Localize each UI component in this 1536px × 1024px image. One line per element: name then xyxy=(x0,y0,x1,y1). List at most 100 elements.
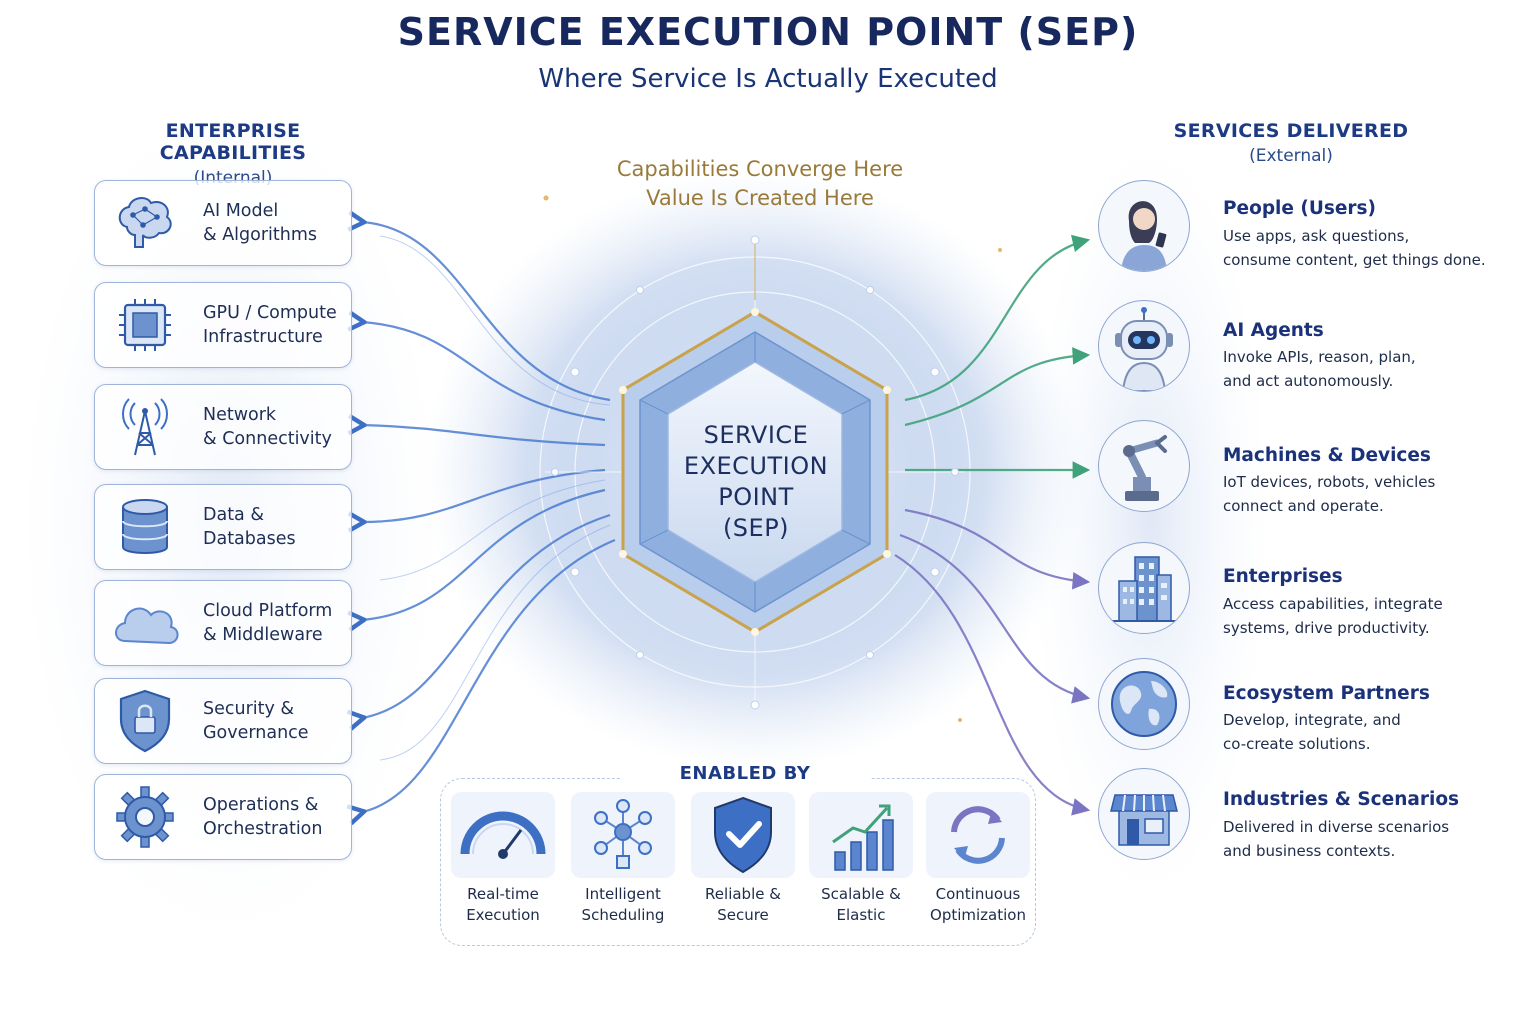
capability-label: Operations & Orchestration xyxy=(203,793,348,841)
enabler-label: Scalable & Elastic xyxy=(803,884,919,926)
enabler-label: Intelligent Scheduling xyxy=(565,884,681,926)
left-heading-text: ENTERPRISE CAPABILITIES xyxy=(159,120,307,164)
capability-card-gpu: GPU / Compute Infrastructure xyxy=(94,282,352,368)
enabler-reliable: Reliable & Secure xyxy=(685,792,801,926)
service-description: Use apps, ask questions, consume content… xyxy=(1223,224,1486,272)
capability-line-2: & Algorithms xyxy=(203,225,318,245)
capability-label: GPU / Compute Infrastructure xyxy=(203,301,348,349)
shield-check-icon xyxy=(691,792,795,878)
gear-icon xyxy=(109,783,181,851)
capability-line-1: AI Model xyxy=(203,201,279,221)
service-desc-line-1: Access capabilities, integrate xyxy=(1223,595,1443,613)
enabler-line-1: Continuous xyxy=(935,885,1021,903)
left-column-heading: ENTERPRISE CAPABILITIES (Internal) xyxy=(92,120,374,188)
capability-card-operations: Operations & Orchestration xyxy=(94,774,352,860)
capability-card-cloud: Cloud Platform & Middleware xyxy=(94,580,352,666)
growth-bars-icon xyxy=(809,792,913,878)
capability-line-2: Orchestration xyxy=(203,819,323,839)
antenna-tower-icon xyxy=(109,393,181,461)
enabler-line-1: Reliable & xyxy=(705,885,781,903)
page-subtitle: Where Service Is Actually Executed xyxy=(538,64,998,94)
capability-card-security: Security & Governance xyxy=(94,678,352,764)
service-description: IoT devices, robots, vehicles connect an… xyxy=(1223,470,1435,518)
database-icon xyxy=(109,493,181,561)
service-desc-line-1: Use apps, ask questions, xyxy=(1223,227,1410,245)
person-phone-icon xyxy=(1098,180,1190,272)
capability-label: Data & Databases xyxy=(203,503,348,551)
capability-line-1: Cloud Platform xyxy=(203,601,333,621)
capability-label: Cloud Platform & Middleware xyxy=(203,599,348,647)
enabler-label: Reliable & Secure xyxy=(685,884,801,926)
capability-card-data: Data & Databases xyxy=(94,484,352,570)
capability-line-2: Governance xyxy=(203,723,309,743)
enabler-label: Real-time Execution xyxy=(445,884,561,926)
service-description: Access capabilities, integrate systems, … xyxy=(1223,592,1443,640)
capability-label: Security & Governance xyxy=(203,697,348,745)
enabler-scheduling: Intelligent Scheduling xyxy=(565,792,681,926)
globe-icon xyxy=(1098,658,1190,750)
sep-line-2: EXECUTION xyxy=(683,452,829,480)
capability-line-2: Infrastructure xyxy=(203,327,323,347)
cloud-icon xyxy=(109,589,181,657)
service-desc-line-2: consume content, get things done. xyxy=(1223,251,1486,269)
service-title: Enterprises xyxy=(1223,566,1343,587)
enabler-label: Continuous Optimization xyxy=(920,884,1036,926)
service-desc-line-2: connect and operate. xyxy=(1223,497,1384,515)
caption-line-1: Capabilities Converge Here xyxy=(616,157,904,181)
capability-line-2: Databases xyxy=(203,529,296,549)
sep-line-1: SERVICE xyxy=(703,421,809,449)
right-subheading-text: (External) xyxy=(1249,146,1333,166)
capability-card-ai-model: AI Model & Algorithms xyxy=(94,180,352,266)
enabler-line-2: Elastic xyxy=(836,906,886,924)
right-column-heading: SERVICES DELIVERED (External) xyxy=(1150,120,1432,166)
storefront-icon xyxy=(1098,768,1190,860)
service-desc-line-1: Delivered in diverse scenarios xyxy=(1223,818,1450,836)
enabler-scalable: Scalable & Elastic xyxy=(803,792,919,926)
enabled-by-heading: ENABLED BY xyxy=(620,763,870,784)
capability-label: Network & Connectivity xyxy=(203,403,348,451)
enabler-line-2: Secure xyxy=(717,906,769,924)
capability-line-1: Security & xyxy=(203,699,295,719)
capability-line-1: Operations & xyxy=(203,795,319,815)
chip-icon xyxy=(109,291,181,359)
cycle-arrows-icon xyxy=(926,792,1030,878)
enabler-line-1: Scalable & xyxy=(821,885,901,903)
enabler-line-2: Optimization xyxy=(930,906,1026,924)
capability-line-2: & Connectivity xyxy=(203,429,332,449)
capability-line-2: & Middleware xyxy=(203,625,323,645)
sep-line-4: (SEP) xyxy=(722,514,790,542)
service-desc-line-2: co-create solutions. xyxy=(1223,735,1371,753)
capability-line-1: GPU / Compute xyxy=(203,303,337,323)
speedometer-icon xyxy=(451,792,555,878)
capability-line-1: Data & xyxy=(203,505,264,525)
caption-line-2: Value Is Created Here xyxy=(646,186,874,210)
capability-label: AI Model & Algorithms xyxy=(203,199,348,247)
right-heading-text: SERVICES DELIVERED xyxy=(1173,120,1409,142)
service-desc-line-1: Develop, integrate, and xyxy=(1223,711,1401,729)
service-desc-line-1: IoT devices, robots, vehicles xyxy=(1223,473,1436,491)
capability-line-1: Network xyxy=(203,405,277,425)
shield-lock-icon xyxy=(109,687,181,755)
service-title: Machines & Devices xyxy=(1223,445,1431,466)
enabler-line-2: Execution xyxy=(466,906,540,924)
enabler-line-1: Intelligent xyxy=(585,885,661,903)
service-description: Invoke APIs, reason, plan, and act auton… xyxy=(1223,345,1416,393)
sep-hexagon xyxy=(619,308,891,636)
enabler-optimization: Continuous Optimization xyxy=(920,792,1036,926)
sep-line-3: POINT xyxy=(718,483,794,511)
service-desc-line-1: Invoke APIs, reason, plan, xyxy=(1223,348,1416,366)
service-description: Delivered in diverse scenarios and busin… xyxy=(1223,815,1449,863)
enabler-line-1: Real-time xyxy=(467,885,539,903)
service-title: Industries & Scenarios xyxy=(1223,789,1460,810)
page-title: SERVICE EXECUTION POINT (SEP) xyxy=(397,10,1139,54)
enabler-real-time: Real-time Execution xyxy=(445,792,561,926)
enabler-line-2: Scheduling xyxy=(581,906,665,924)
brain-network-icon xyxy=(109,189,181,257)
service-desc-line-2: and business contexts. xyxy=(1223,842,1396,860)
capability-card-network: Network & Connectivity xyxy=(94,384,352,470)
service-title: Ecosystem Partners xyxy=(1223,683,1430,704)
center-caption: Capabilities Converge Here Value Is Crea… xyxy=(560,155,960,213)
service-desc-line-2: and act autonomously. xyxy=(1223,372,1394,390)
building-icon xyxy=(1098,542,1190,634)
service-desc-line-2: systems, drive productivity. xyxy=(1223,619,1430,637)
